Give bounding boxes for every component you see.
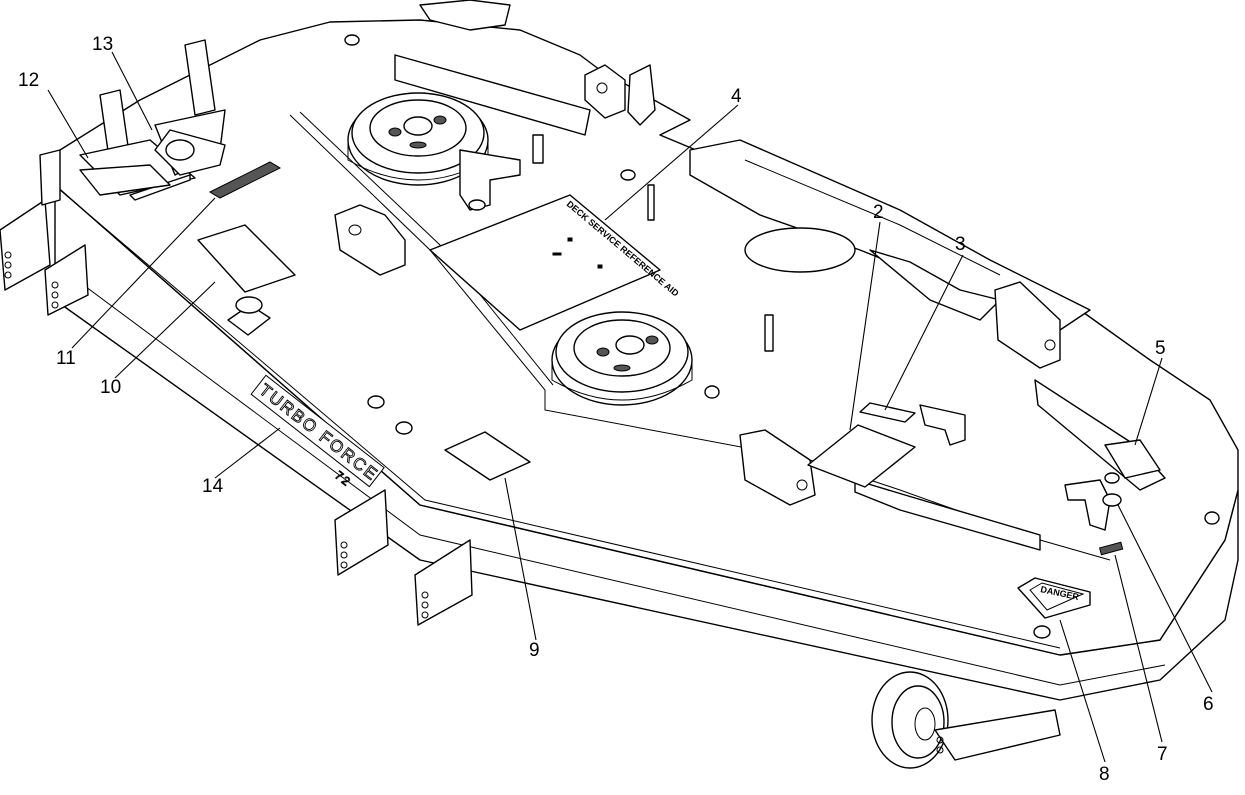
rear-shield	[854, 479, 1041, 551]
callout-8: 8	[1099, 764, 1110, 785]
belt-guard-left	[394, 54, 591, 136]
callout-labels: 2 3 4 5 6 7 8 9 10 11 12 13 14	[18, 34, 1214, 785]
baffle-opening	[744, 227, 856, 273]
callout-3: 3	[955, 234, 966, 255]
decal-2	[807, 424, 916, 488]
pulley-right	[551, 311, 693, 406]
decal-5	[1104, 439, 1161, 479]
idler-arm-bracket	[459, 134, 544, 211]
decal-7	[1098, 541, 1124, 556]
bracket-rear-top	[584, 64, 656, 126]
callout-11: 11	[56, 348, 76, 369]
decal-12	[79, 164, 171, 196]
decal-13	[154, 129, 226, 176]
decal-3	[859, 402, 916, 423]
deck-edge-line	[59, 189, 1061, 649]
rear-baffle	[689, 139, 1091, 331]
callout-7: 7	[1157, 744, 1168, 765]
bracket-front-left	[334, 204, 406, 276]
post	[647, 184, 655, 221]
decal-11	[208, 161, 282, 199]
callout-14: 14	[202, 476, 224, 497]
bracket-rear-right	[994, 281, 1061, 369]
skirt-lower-line	[69, 274, 1166, 686]
bracket-right	[739, 429, 816, 506]
decal-danger: DANGER	[1017, 577, 1091, 619]
callout-13: 13	[92, 34, 113, 55]
callout-2: 2	[873, 202, 884, 223]
bolts	[344, 34, 1220, 639]
front-mount-left	[0, 149, 89, 316]
decal-9	[444, 431, 531, 481]
leader-lines	[47, 51, 1213, 763]
callout-5: 5	[1155, 338, 1166, 359]
callout-9: 9	[529, 640, 540, 661]
callout-12: 12	[18, 70, 39, 91]
top-wheel	[419, 0, 511, 31]
rear-wheel	[871, 671, 1061, 769]
callout-10: 10	[100, 377, 121, 398]
callout-6: 6	[1203, 694, 1214, 715]
front-mount-right	[334, 489, 473, 626]
idler-arm-right	[919, 404, 1122, 531]
callout-4: 4	[731, 86, 742, 107]
post	[764, 314, 774, 352]
decal-10	[197, 224, 296, 293]
grease-fitting	[227, 296, 271, 336]
deck-ridge-line-2	[299, 111, 554, 386]
